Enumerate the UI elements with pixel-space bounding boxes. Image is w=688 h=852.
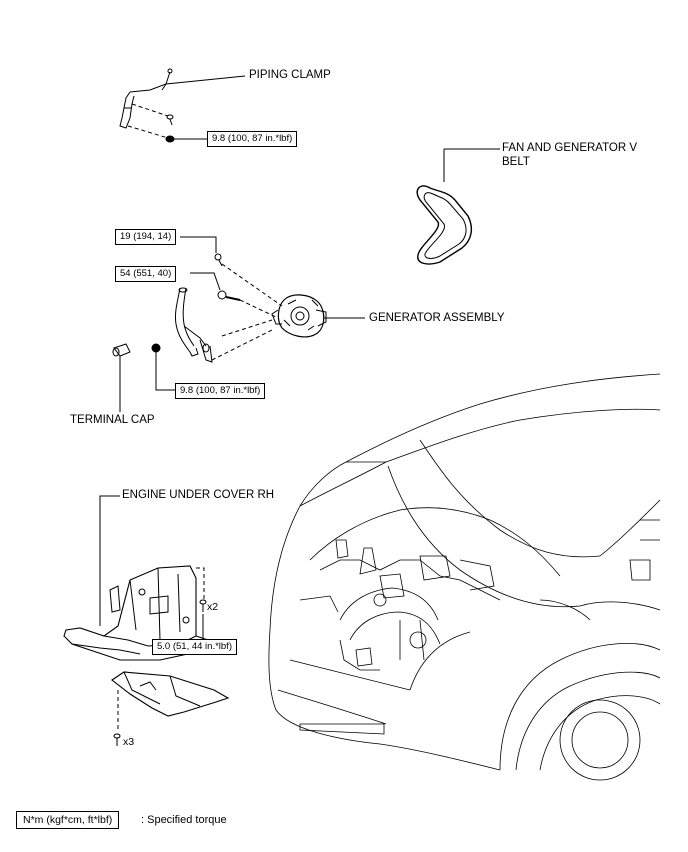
v-belt-part — [416, 185, 473, 265]
lower-screw-quantity: x3 — [123, 736, 135, 748]
piping-clamp-torque-box: 9.8 (100, 87 in.*lbf) — [207, 131, 298, 147]
terminal-cap-label: TERMINAL CAP — [70, 414, 155, 426]
piping-clamp-part — [119, 68, 173, 129]
terminal-nut-icon — [151, 343, 161, 353]
upper-screw-quantity: x2 — [207, 601, 219, 613]
piping-clamp-bolt-icon — [166, 114, 174, 126]
generator-assembly-label: GENERATOR ASSEMBLY — [369, 312, 505, 324]
generator-lower-bolt-icon — [217, 290, 241, 301]
wire-harness — [175, 287, 213, 363]
engine-under-cover-label: ENGINE UNDER COVER RH — [122, 489, 275, 501]
fan-belt-label-line2: BELT — [502, 156, 530, 168]
piping-clamp-label: PIPING CLAMP — [249, 69, 331, 81]
terminal-nut-torque-box: 9.8 (100, 87 in.*lbf) — [175, 383, 266, 399]
generator-upper-bolt-torque-box: 19 (194, 14) — [115, 229, 177, 245]
fan-belt-label-line1: FAN AND GENERATOR V — [502, 142, 638, 154]
engine-under-cover-lower-part — [111, 671, 230, 717]
vehicle-line-art — [268, 373, 661, 781]
under-cover-upper-screw-icon — [199, 599, 207, 612]
terminal-cap-part — [112, 343, 131, 357]
piping-clamp-nut-icon — [165, 135, 175, 143]
generator-upper-bolt-icon — [214, 253, 223, 267]
generator-assembly-part — [271, 294, 327, 338]
torque-legend-box: N*m (kgf*cm, ft*lbf) — [16, 811, 120, 829]
generator-lower-bolt-torque-box: 54 (551, 40) — [115, 266, 177, 282]
torque-legend-text: : Specified torque — [141, 814, 227, 826]
under-cover-lower-screw-icon — [113, 733, 121, 746]
under-cover-screw-torque-box: 5.0 (51, 44 in.*lbf) — [152, 639, 237, 655]
